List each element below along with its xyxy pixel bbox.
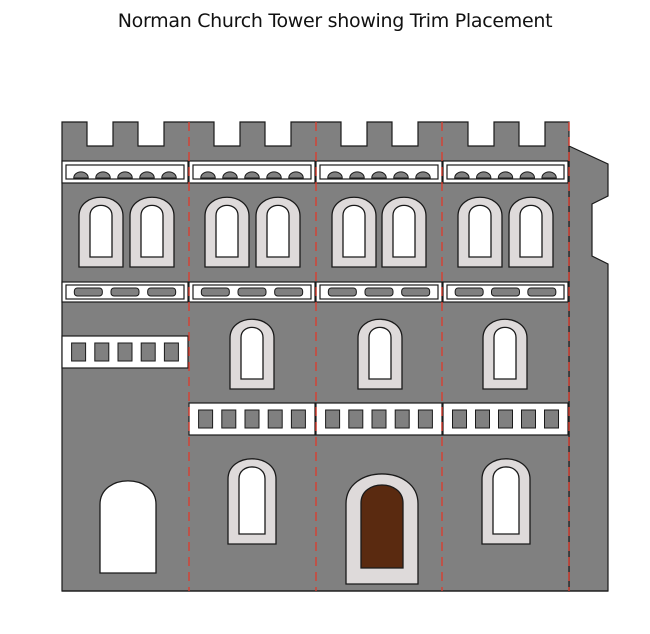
slot-shape	[491, 287, 520, 297]
block-shape	[475, 409, 490, 429]
window-pane	[519, 204, 543, 258]
block-shape	[221, 409, 237, 429]
scallop-shape	[95, 171, 111, 179]
block-shape	[94, 342, 110, 362]
window-pane	[240, 326, 264, 380]
window-pane	[238, 466, 266, 535]
slot-shape	[200, 287, 230, 297]
window-pane	[392, 204, 416, 258]
trim-inner-border	[192, 284, 312, 300]
trim-inner-border	[319, 164, 439, 180]
window-pane	[342, 204, 366, 258]
slot-shape	[364, 287, 394, 297]
slot-shape	[401, 287, 431, 297]
scallop-shape	[497, 171, 514, 179]
window-pane	[215, 204, 239, 258]
window-pane	[368, 326, 392, 380]
block-shape	[371, 409, 387, 429]
slot-shape	[147, 287, 177, 297]
scallop-shape	[139, 171, 155, 179]
diagram-title: Norman Church Tower showing Trim Placeme…	[117, 10, 553, 32]
scallop-shape	[327, 171, 343, 179]
scallop-shape	[519, 171, 535, 179]
block-shape	[71, 342, 87, 362]
block-shape	[394, 409, 410, 429]
slot-shape	[454, 287, 484, 297]
scallop-shape	[476, 171, 492, 179]
trim-inner-border	[192, 164, 312, 180]
slot-shape	[274, 287, 304, 297]
trim-inner-border	[446, 164, 565, 180]
scallop-shape	[393, 171, 409, 179]
trim-inner-border	[319, 284, 439, 300]
scallop-shape	[73, 171, 89, 179]
trim-inner-border	[65, 284, 185, 300]
block-shape	[325, 409, 341, 429]
door	[360, 484, 404, 569]
block-shape	[267, 409, 283, 429]
block-shape	[163, 342, 179, 362]
window-pane	[492, 466, 520, 535]
scallop-shape	[349, 171, 365, 179]
scallop-shape	[415, 171, 431, 179]
block-shape	[544, 409, 559, 429]
window-pane	[140, 204, 164, 258]
slot-shape	[527, 287, 557, 297]
block-shape	[290, 409, 306, 429]
scallop-shape	[222, 171, 238, 179]
window-pane	[266, 204, 290, 258]
scallop-shape	[161, 171, 177, 179]
block-shape	[198, 409, 214, 429]
slot-shape	[237, 287, 267, 297]
scallop-shape	[244, 171, 260, 179]
scallop-shape	[454, 171, 470, 179]
arched-opening	[99, 480, 157, 574]
scallop-shape	[288, 171, 304, 179]
window-pane	[89, 204, 113, 258]
block-shape	[452, 409, 467, 429]
scallop-shape	[266, 171, 282, 179]
block-shape	[417, 409, 433, 429]
slot-shape	[73, 287, 103, 297]
scallop-shape	[117, 171, 133, 179]
trim-inner-border	[65, 164, 185, 180]
slot-shape	[327, 287, 357, 297]
scallop-shape	[200, 171, 216, 179]
block-shape	[117, 342, 133, 362]
block-shape	[498, 409, 513, 429]
block-shape	[348, 409, 364, 429]
window-pane	[468, 204, 492, 258]
trim-inner-border	[446, 284, 565, 300]
block-shape	[521, 409, 536, 429]
block-shape	[140, 342, 156, 362]
block-shape	[244, 409, 260, 429]
scallop-shape	[541, 171, 557, 179]
window-pane	[493, 326, 517, 380]
scallop-shape	[371, 171, 387, 179]
slot-shape	[110, 287, 140, 297]
side-tab	[568, 145, 609, 592]
